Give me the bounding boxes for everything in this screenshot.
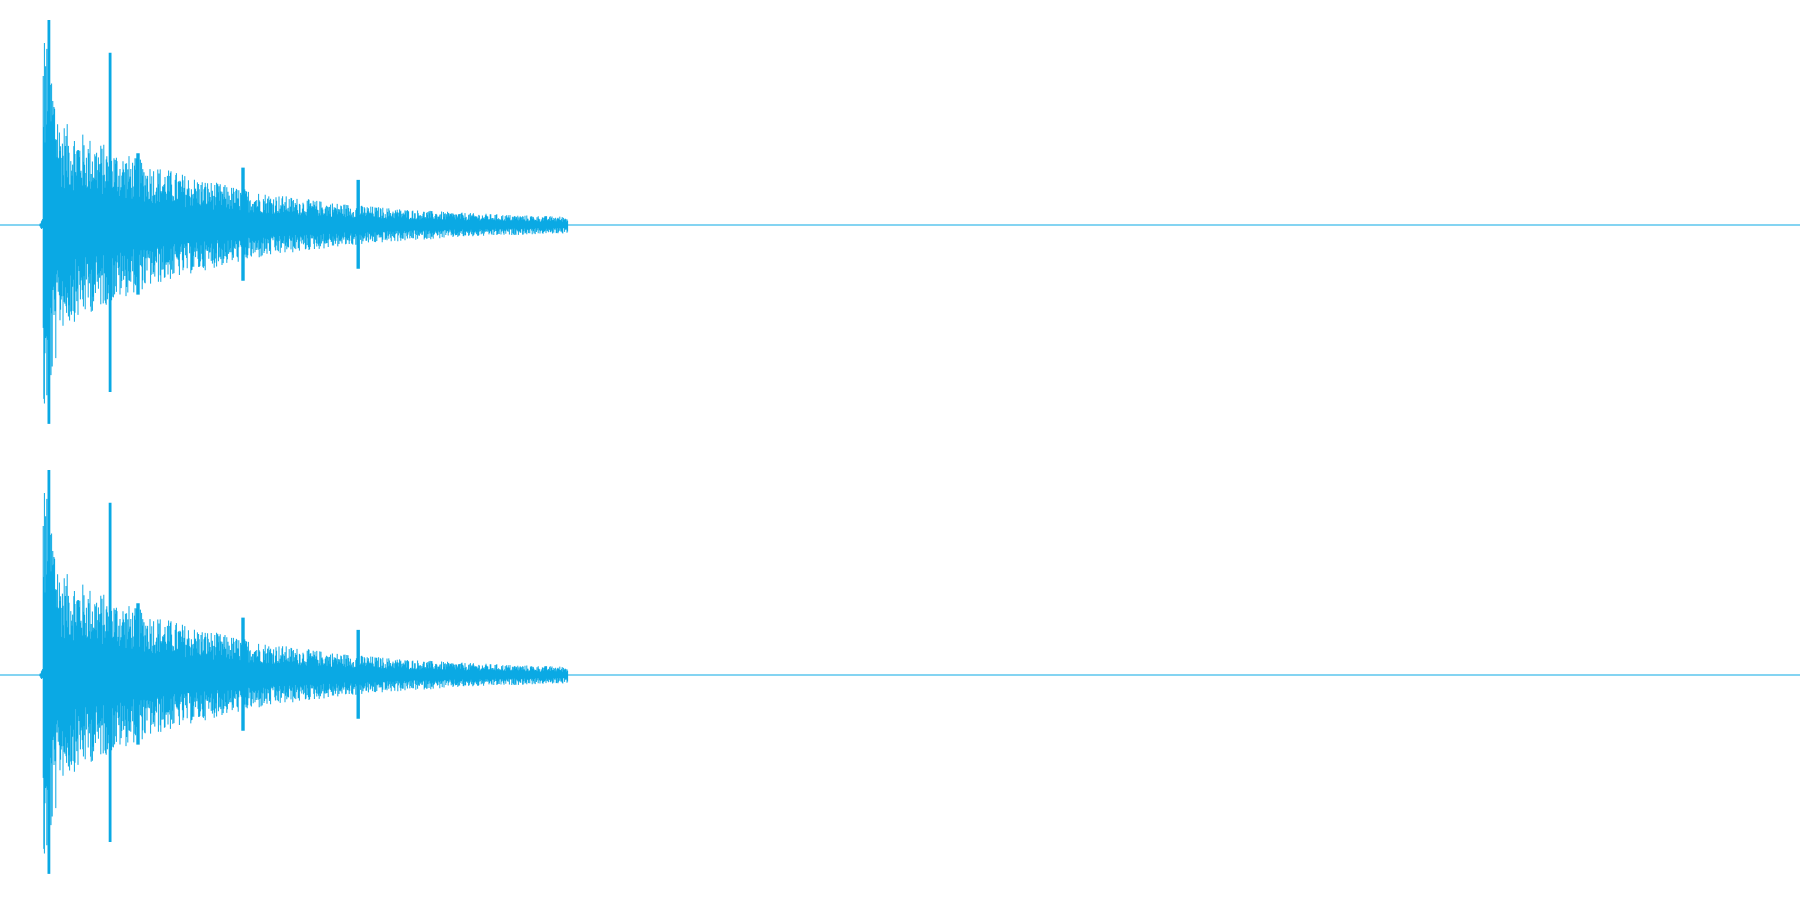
- waveform-trace: [39, 470, 569, 874]
- waveform-channel-left[interactable]: [0, 20, 1800, 424]
- waveform-channel-right[interactable]: [0, 470, 1800, 874]
- waveform-trace: [39, 20, 569, 424]
